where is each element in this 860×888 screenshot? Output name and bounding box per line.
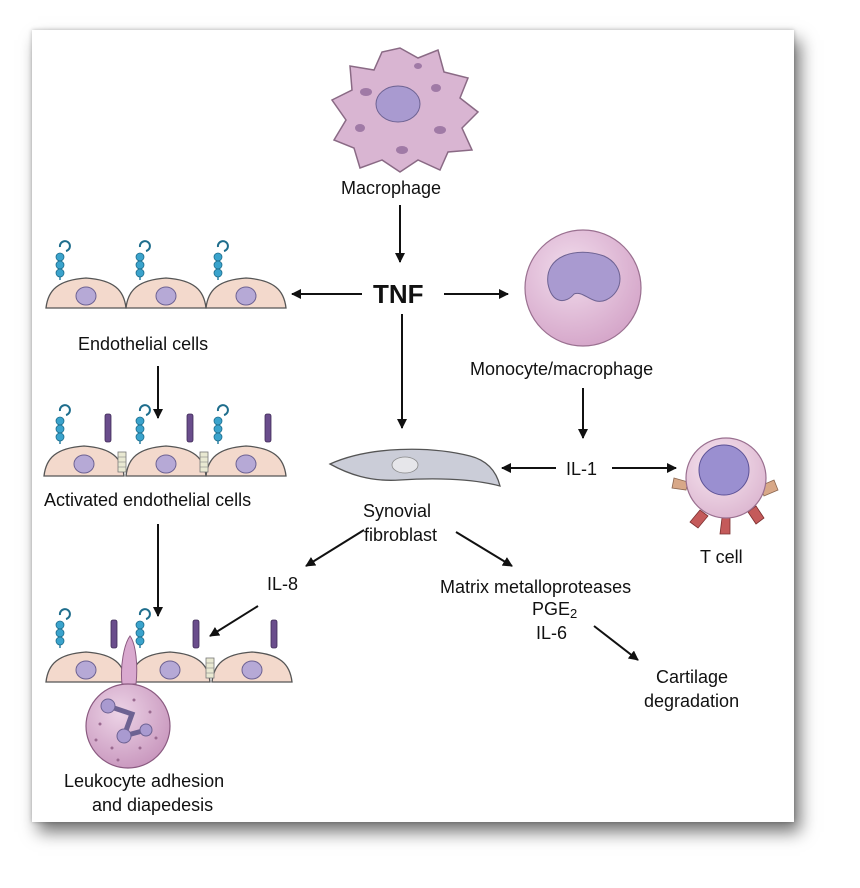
arrow-il6-to-cartilage xyxy=(593,625,639,661)
label-endothelial-cells: Endothelial cells xyxy=(78,334,209,354)
label-degradation: degradation xyxy=(644,691,740,711)
arrow-fibroblast-to-il8 xyxy=(305,529,365,567)
label-leukocyte-adhesion: Leukocyte adhesion xyxy=(64,771,225,791)
label-t-cell: T cell xyxy=(700,547,743,567)
label-fibroblast: fibroblast xyxy=(364,525,438,545)
label-pge2: PGE2 xyxy=(532,598,577,625)
activated-endothelial-cells xyxy=(43,404,287,477)
label-pge-subscript: 2 xyxy=(570,606,578,621)
label-cartilage: Cartilage xyxy=(656,667,729,687)
arrow-fibroblast-to-mmp xyxy=(455,531,513,567)
label-il1: IL-1 xyxy=(566,459,598,479)
t-cell xyxy=(671,437,779,535)
leukocyte-adhesion-row xyxy=(45,608,293,685)
label-macrophage: Macrophage xyxy=(341,178,442,198)
label-tnf: TNF xyxy=(373,279,424,309)
label-monocyte-macrophage: Monocyte/macrophage xyxy=(470,359,654,379)
label-synovial: Synovial xyxy=(363,501,432,521)
endothelial-cells xyxy=(45,240,287,309)
leukocyte-cell xyxy=(85,683,171,769)
label-mmp: Matrix metalloproteases xyxy=(440,577,632,597)
monocyte-cell xyxy=(524,229,642,347)
label-diapedesis: and diapedesis xyxy=(92,795,214,815)
label-pge: PGE xyxy=(532,599,571,619)
label-il6: IL-6 xyxy=(536,623,568,643)
fibroblast-cell xyxy=(328,448,501,487)
label-activated-endothelial-cells: Activated endothelial cells xyxy=(44,490,252,510)
arrow-il8-to-adhesion xyxy=(209,605,259,637)
arrows xyxy=(153,205,677,661)
label-il8: IL-8 xyxy=(267,574,299,594)
macrophage-cell xyxy=(330,47,480,173)
